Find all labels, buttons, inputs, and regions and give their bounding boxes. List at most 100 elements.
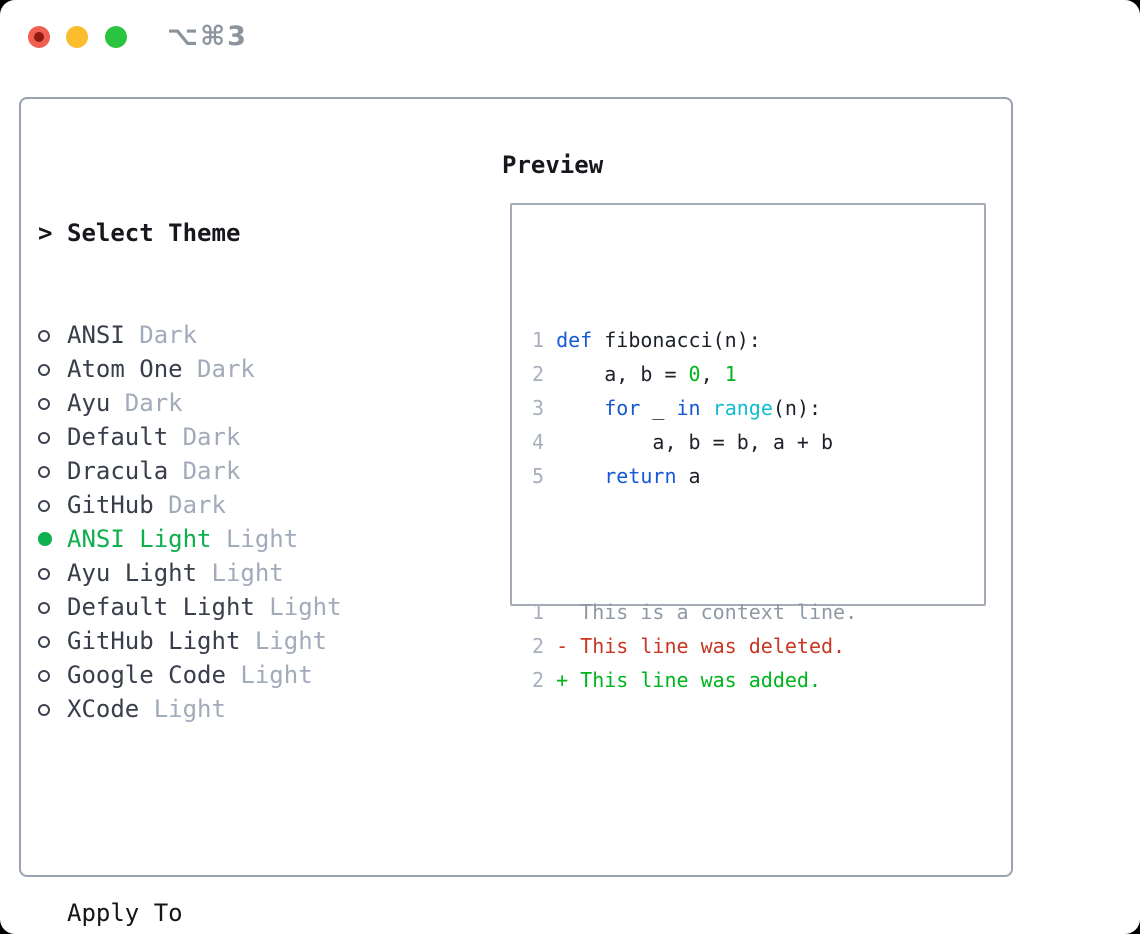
theme-variant: Dark xyxy=(110,389,183,417)
diff-block: 1 This is a context line.2 - This line w… xyxy=(532,595,857,697)
code-token: _ xyxy=(640,396,677,420)
radio-marker xyxy=(38,386,67,420)
radio-unselected-icon xyxy=(38,636,50,648)
code-token: return xyxy=(604,464,677,488)
diff-line-context: 1 This is a context line. xyxy=(532,595,857,629)
diff-text: - This line was deleted. xyxy=(556,634,846,658)
line-number: 2 xyxy=(532,634,557,658)
theme-variant: Dark xyxy=(168,423,241,451)
radio-marker xyxy=(38,624,67,658)
theme-option[interactable]: Ayu Dark xyxy=(38,386,443,420)
theme-option[interactable]: ANSI Dark xyxy=(38,318,443,352)
theme-variant: Dark xyxy=(168,457,241,485)
theme-name: Ayu Light xyxy=(67,559,198,587)
radio-marker xyxy=(38,590,67,624)
zoom-button-icon[interactable] xyxy=(105,26,127,48)
radio-unselected-icon xyxy=(38,568,50,580)
code-line: 2 a, b = 0, 1 xyxy=(532,357,857,391)
theme-option[interactable]: XCode Light xyxy=(38,692,443,726)
radio-marker xyxy=(38,488,67,522)
radio-marker xyxy=(38,556,67,590)
theme-name: ANSI Light xyxy=(67,525,212,553)
theme-name: ANSI xyxy=(67,321,125,349)
select-theme-label: Select Theme xyxy=(67,219,241,247)
code-line: 4 a, b = b, a + b xyxy=(532,425,857,459)
close-dot-icon xyxy=(34,32,44,42)
radio-marker xyxy=(38,420,67,454)
code-token: , xyxy=(700,362,725,386)
theme-option[interactable]: Ayu Light Light xyxy=(38,556,443,590)
line-number: 1 xyxy=(532,600,557,624)
code-token: 0 xyxy=(688,362,701,386)
diff-line-added: 2 + This line was added. xyxy=(532,663,857,697)
radio-marker xyxy=(38,318,67,352)
code-token xyxy=(556,396,604,420)
diff-text: This is a context line. xyxy=(556,600,858,624)
diff-text: + This line was added. xyxy=(556,668,821,692)
code-token: 1 xyxy=(724,362,737,386)
radio-unselected-icon xyxy=(38,364,50,376)
line-number: 2 xyxy=(532,362,557,386)
window-title: ⌥⌘3 xyxy=(167,21,248,52)
theme-option[interactable]: Atom One Dark xyxy=(38,352,443,386)
code-token: def xyxy=(556,328,593,352)
radio-selected-icon xyxy=(38,532,52,546)
close-button-icon[interactable] xyxy=(28,26,50,48)
radio-unselected-icon xyxy=(38,500,50,512)
radio-unselected-icon xyxy=(38,466,50,478)
theme-variant: Dark xyxy=(153,491,226,519)
radio-marker xyxy=(38,522,67,556)
radio-unselected-icon xyxy=(38,398,50,410)
radio-unselected-icon xyxy=(38,670,50,682)
radio-unselected-icon xyxy=(38,602,50,614)
diff-line-deleted: 2 - This line was deleted. xyxy=(532,629,857,663)
theme-variant: Dark xyxy=(182,355,255,383)
spacer xyxy=(38,794,443,828)
theme-option[interactable]: GitHub Dark xyxy=(38,488,443,522)
theme-variant: Light xyxy=(225,661,313,689)
theme-name: Default xyxy=(67,423,169,451)
minimize-button-icon[interactable] xyxy=(66,26,88,48)
code-token: for xyxy=(604,396,641,420)
theme-option[interactable]: Dracula Dark xyxy=(38,454,443,488)
theme-name: XCode xyxy=(67,695,140,723)
theme-variant: Light xyxy=(139,695,226,723)
code-token: a, b = xyxy=(556,362,689,386)
theme-option[interactable]: GitHub Light Light xyxy=(38,624,443,658)
code-line: 3 for _ in range(n): xyxy=(532,391,857,425)
theme-name: Ayu xyxy=(67,389,111,417)
code-token: (n): xyxy=(772,396,822,420)
theme-name: Google Code xyxy=(67,661,226,689)
line-number: 1 xyxy=(532,328,557,352)
line-number: 3 xyxy=(532,396,557,420)
theme-option[interactable]: Google Code Light xyxy=(38,658,443,692)
theme-name: GitHub Light xyxy=(67,627,241,655)
code-token: in xyxy=(676,396,701,420)
theme-variant: Light xyxy=(254,593,342,621)
theme-option[interactable]: Default Dark xyxy=(38,420,443,454)
theme-variant: Dark xyxy=(124,321,198,349)
theme-option[interactable]: Default Light Light xyxy=(38,590,443,624)
radio-marker xyxy=(38,692,67,726)
code-token: fibonacci(n): xyxy=(592,328,761,352)
theme-name: Default Light xyxy=(67,593,255,621)
radio-marker xyxy=(38,352,67,386)
code-line: 1 def fibonacci(n): xyxy=(532,323,857,357)
apply-to-header: Apply To xyxy=(38,896,443,930)
line-number: 5 xyxy=(532,464,557,488)
theme-option[interactable]: ANSI Light Light xyxy=(38,522,443,556)
radio-marker xyxy=(38,658,67,692)
code-token xyxy=(701,396,713,420)
code-token: a, b = b, a + b xyxy=(556,430,834,454)
line-number: 4 xyxy=(532,430,557,454)
code-line: 5 return a xyxy=(532,459,857,493)
theme-name: Dracula xyxy=(67,457,169,485)
theme-variant: Light xyxy=(240,627,328,655)
code-token: a xyxy=(676,464,701,488)
